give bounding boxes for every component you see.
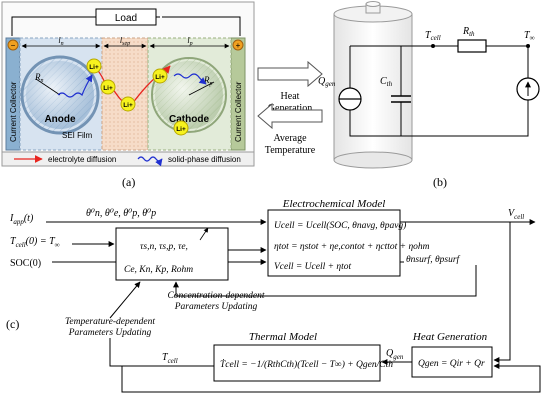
cth-label: Cth — [380, 76, 393, 88]
svg-text:Li+: Li+ — [89, 64, 99, 71]
thermal-eq: Ṫcell = −1/(RthCth)(Tcell − T∞) + Qgen/C… — [220, 358, 393, 370]
svg-text:Li+: Li+ — [176, 126, 186, 133]
theta-surf-label: θnsurf, θpsurf — [406, 254, 461, 265]
temp-dependent-label-2: Parameters Updating — [68, 328, 152, 338]
legend-blue-arrow — [137, 156, 163, 167]
theta0-initial-label: θ⁰n, θ⁰e, θ⁰p, θ⁰p — [86, 208, 156, 219]
params-line2: Ce, Kn, Kp, Rohm — [124, 265, 193, 275]
cell-cylinder-body — [333, 13, 413, 161]
load-label: Load — [115, 13, 137, 24]
electro-eq-3: Vcell = Ucell + ηtot — [274, 262, 352, 272]
legend-solid-label: solid-phase diffusion — [168, 155, 241, 164]
parameter-box — [115, 227, 229, 281]
electrochemical-model-title: Electrochemical Model — [282, 198, 386, 210]
anode-label: Anode — [44, 114, 76, 125]
panel-c-label: (c) — [6, 317, 19, 331]
li-ion-5: Li+ — [173, 120, 189, 136]
solid-diffusion-squiggle-cathode — [173, 73, 207, 85]
panel-arrows: Heat Generation Average Temperature — [257, 60, 323, 156]
heat-generation-title: Heat Generation — [412, 331, 488, 343]
panel-a: Load − + Current Collector Current Colle… — [1, 1, 255, 189]
rth-resistor — [457, 39, 487, 53]
thermal-model-title: Thermal Model — [249, 331, 317, 343]
lp-label: lp — [187, 36, 192, 47]
qgen-feedback-label: Qgen — [386, 348, 404, 361]
lsep-label: lsep — [120, 36, 130, 47]
minus-terminal — [7, 39, 19, 51]
electrochemical-model-box — [267, 209, 401, 277]
legend-electrolyte-label: electrolyte diffusion — [48, 155, 116, 164]
panel-a-label: (a) — [122, 175, 135, 189]
current-collector-label-right: Current Collector — [234, 81, 243, 142]
svg-text:Li+: Li+ — [155, 74, 165, 81]
heat-generation-box — [411, 346, 493, 378]
rth-label: Rth — [462, 26, 475, 38]
electro-eq-1: Ucell = Ucell(SOC, θnavg, θpavg) — [274, 220, 406, 231]
plus-terminal — [232, 39, 244, 51]
heat-generation-arrow — [257, 60, 323, 88]
current-collector-label-left: Current Collector — [9, 81, 18, 142]
params-line1: τs,n, τs,p, τe, — [140, 242, 188, 252]
conc-dependent-label-2: Parameters Updating — [174, 302, 258, 312]
temp-dependent-label-1: Temperature-dependent — [65, 317, 155, 327]
panel-c: Iapp(t) Tcell(0) = T∞ SOC(0) Vcell θ⁰n, … — [6, 198, 541, 393]
svg-text:Average: Average — [273, 133, 307, 144]
li-ion-1: Li+ — [86, 58, 102, 74]
sei-film-label: SEI Film — [62, 131, 93, 140]
vcell-output: Vcell — [508, 208, 524, 221]
svg-text:+: + — [236, 41, 241, 50]
svg-text:Generation: Generation — [268, 103, 312, 114]
panel-b-label: (b) — [433, 175, 447, 189]
tcell-feedback-label: Tcell — [162, 352, 178, 365]
average-temperature-arrow — [257, 102, 323, 130]
li-ion-2: Li+ — [100, 79, 116, 95]
li-ion-4: Li+ — [152, 68, 168, 84]
cathode-label: Cathode — [169, 114, 209, 125]
svg-text:Heat: Heat — [281, 91, 300, 102]
load-box — [95, 8, 157, 26]
svg-text:Temperature: Temperature — [265, 145, 316, 156]
tcell-node-label: Tcell — [425, 30, 441, 42]
iapp-input: Iapp(t) — [9, 213, 34, 226]
tcell0-input: Tcell(0) = T∞ — [10, 236, 60, 249]
svg-text:−: − — [11, 41, 16, 50]
solid-diffusion-squiggle-anode — [57, 74, 93, 98]
thermal-model-box — [213, 344, 381, 382]
tinf-label: T∞ — [524, 30, 535, 42]
rn-label: Rn — [34, 72, 44, 84]
li-ion-3: Li+ — [120, 96, 136, 112]
panel-b: Qgen Cth Tcell Rth T∞ (b) — [318, 1, 540, 189]
ln-label: ln — [58, 36, 63, 47]
svg-text:Li+: Li+ — [103, 85, 113, 92]
soc0-input: SOC(0) — [10, 258, 41, 269]
qgen-label: Qgen — [318, 76, 336, 88]
conc-dependent-label-1: Concentration-dependent — [167, 291, 264, 301]
heat-eq: Qgen = Qir + Qr — [418, 359, 485, 369]
electro-eq-2: ηtot = ηstot + ηe,contot + ηcttot + ηohm — [274, 242, 430, 252]
svg-text:Li+: Li+ — [123, 102, 133, 109]
